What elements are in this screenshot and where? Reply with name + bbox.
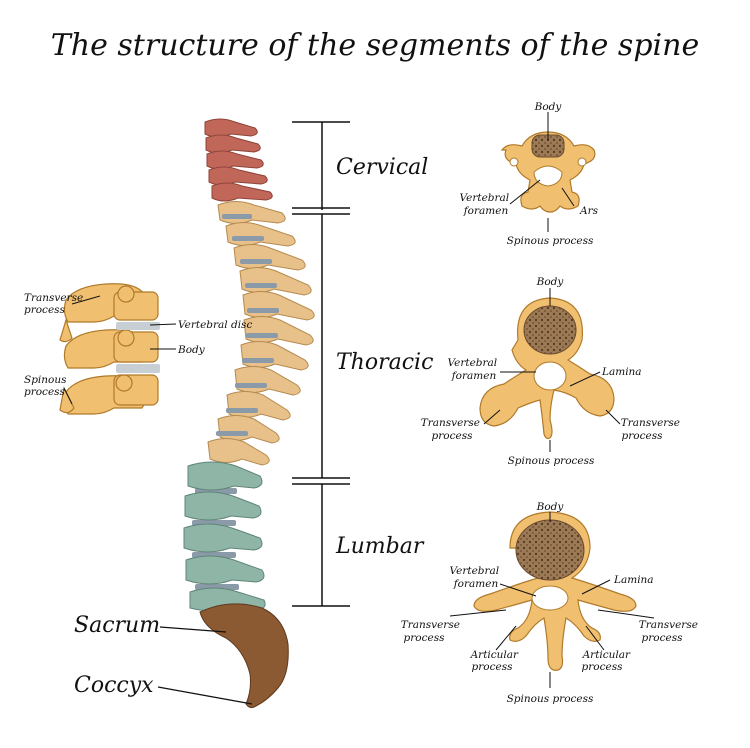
lumbar-lamina-label: Lamina (613, 574, 654, 586)
lumbar-vertebra-leaders (449, 512, 655, 688)
label-sacrum: Sacrum (74, 613, 160, 638)
thoracic-transverse-right-label: Transverse process (621, 417, 684, 442)
lumbar-transverse-right-label: Transverse process (639, 619, 702, 644)
side-view-vertebrae (59, 283, 159, 415)
side-body-label: Body (177, 344, 206, 356)
cervical-vertebrae (204, 118, 273, 202)
lumbar-body-label: Body (536, 501, 565, 513)
lumbar-transverse-left-label: Transverse process (401, 619, 464, 644)
label-coccyx: Coccyx (74, 673, 154, 698)
side-transverse-process-label: Transverse process (24, 292, 87, 316)
thoracic-body-label: Body (536, 276, 565, 288)
cervical-vertebra-diagram (500, 131, 596, 213)
side-view-discs (116, 322, 160, 373)
thoracic-transverse-left-label: Transverse process (421, 417, 484, 442)
side-view-leaders (63, 295, 177, 405)
spine-column (183, 118, 315, 709)
lumbar-articular-right-label: Articular process (582, 649, 634, 673)
lumbar-articular-left-label: Articular process (470, 649, 522, 673)
label-cervical: Cervical (336, 155, 428, 180)
cervical-ars-label: Ars (579, 205, 599, 217)
lumbar-vertebra-diagram (473, 511, 637, 671)
sacrum-shape (199, 603, 289, 709)
cervical-foramen-label: Vertebral foramen (460, 192, 513, 217)
thoracic-foramen-label: Vertebral foramen (448, 357, 501, 382)
cervical-vertebra-leaders (509, 112, 575, 232)
side-spinous-process-label: Spinous process (24, 374, 70, 398)
page-title: The structure of the segments of the spi… (51, 28, 699, 63)
sacrum-coccyx-leaders (157, 626, 253, 705)
cervical-spinous-label: Spinous process (507, 235, 594, 247)
thoracic-lamina-label: Lamina (601, 366, 642, 378)
thoracic-vertebra-leaders (483, 288, 621, 452)
lumbar-foramen-label: Vertebral foramen (450, 565, 503, 590)
lumbar-spinous-label: Spinous process (507, 693, 594, 705)
side-vertebral-disc-label: Vertebral disc (178, 319, 252, 331)
label-thoracic: Thoracic (336, 350, 433, 375)
region-brackets (292, 121, 350, 607)
thoracic-spinous-label: Spinous process (508, 455, 595, 467)
label-lumbar: Lumbar (335, 534, 425, 559)
cervical-body-label: Body (534, 101, 563, 113)
